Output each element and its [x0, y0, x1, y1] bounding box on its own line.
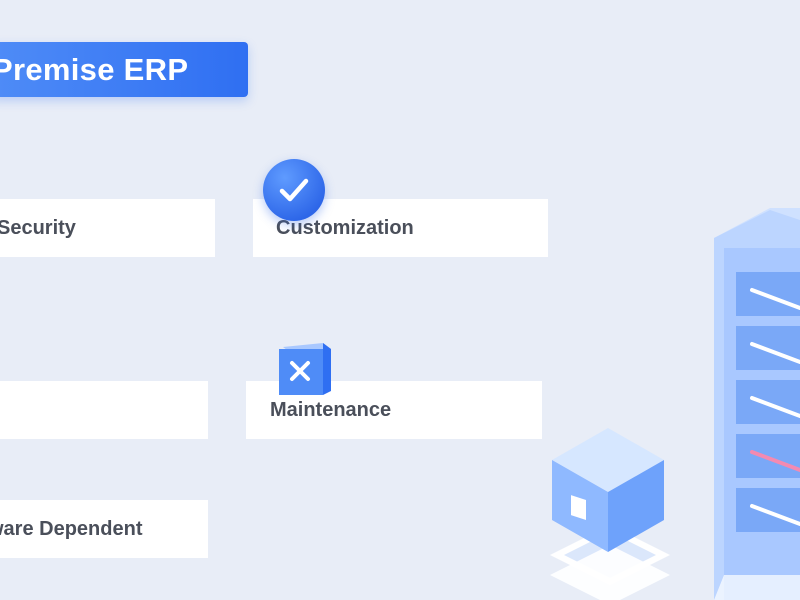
cube-floor-plate: [550, 525, 670, 600]
server-illustration: [550, 208, 800, 600]
card-maintenance-label: Maintenance: [270, 398, 392, 421]
server-rack-icon: [714, 208, 800, 600]
card-blank: [0, 381, 208, 439]
title-banner: Premise ERP: [0, 42, 248, 97]
card-customization-label: Customization: [276, 216, 414, 239]
card-security-label: Security: [0, 216, 76, 239]
page-title: Premise ERP: [0, 51, 189, 87]
card-hardware-label: ware Dependent: [0, 517, 143, 540]
cross-icon: [277, 341, 333, 397]
cube-icon: [552, 428, 664, 552]
check-icon: [263, 159, 325, 221]
card-hardware: ware Dependent: [0, 500, 208, 558]
card-security: Security: [0, 199, 215, 257]
